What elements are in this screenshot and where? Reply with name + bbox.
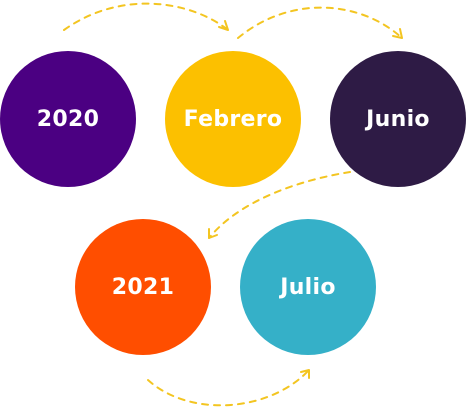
node-junio: Junio [330,51,466,187]
arrowhead-febrero-to-junio [392,28,403,39]
arrow-febrero-to-junio [237,6,403,39]
node-label: Julio [280,274,336,300]
node-label: Junio [366,106,430,132]
node-2020: 2020 [0,51,136,187]
arrowhead-junio-to-2021 [208,228,218,239]
arrowhead-2020-to-febrero [218,20,229,31]
arrow-junio-to-2021 [208,171,351,239]
node-label: 2021 [111,274,175,300]
arrowhead-2021-to-julio [300,369,310,379]
node-julio: Julio [240,219,376,355]
node-2021: 2021 [75,219,211,355]
arrow-2021-to-julio [147,369,310,407]
arrow-2020-to-febrero [63,2,229,31]
node-label: Febrero [183,106,283,132]
node-label: 2020 [36,106,100,132]
node-febrero: Febrero [165,51,301,187]
